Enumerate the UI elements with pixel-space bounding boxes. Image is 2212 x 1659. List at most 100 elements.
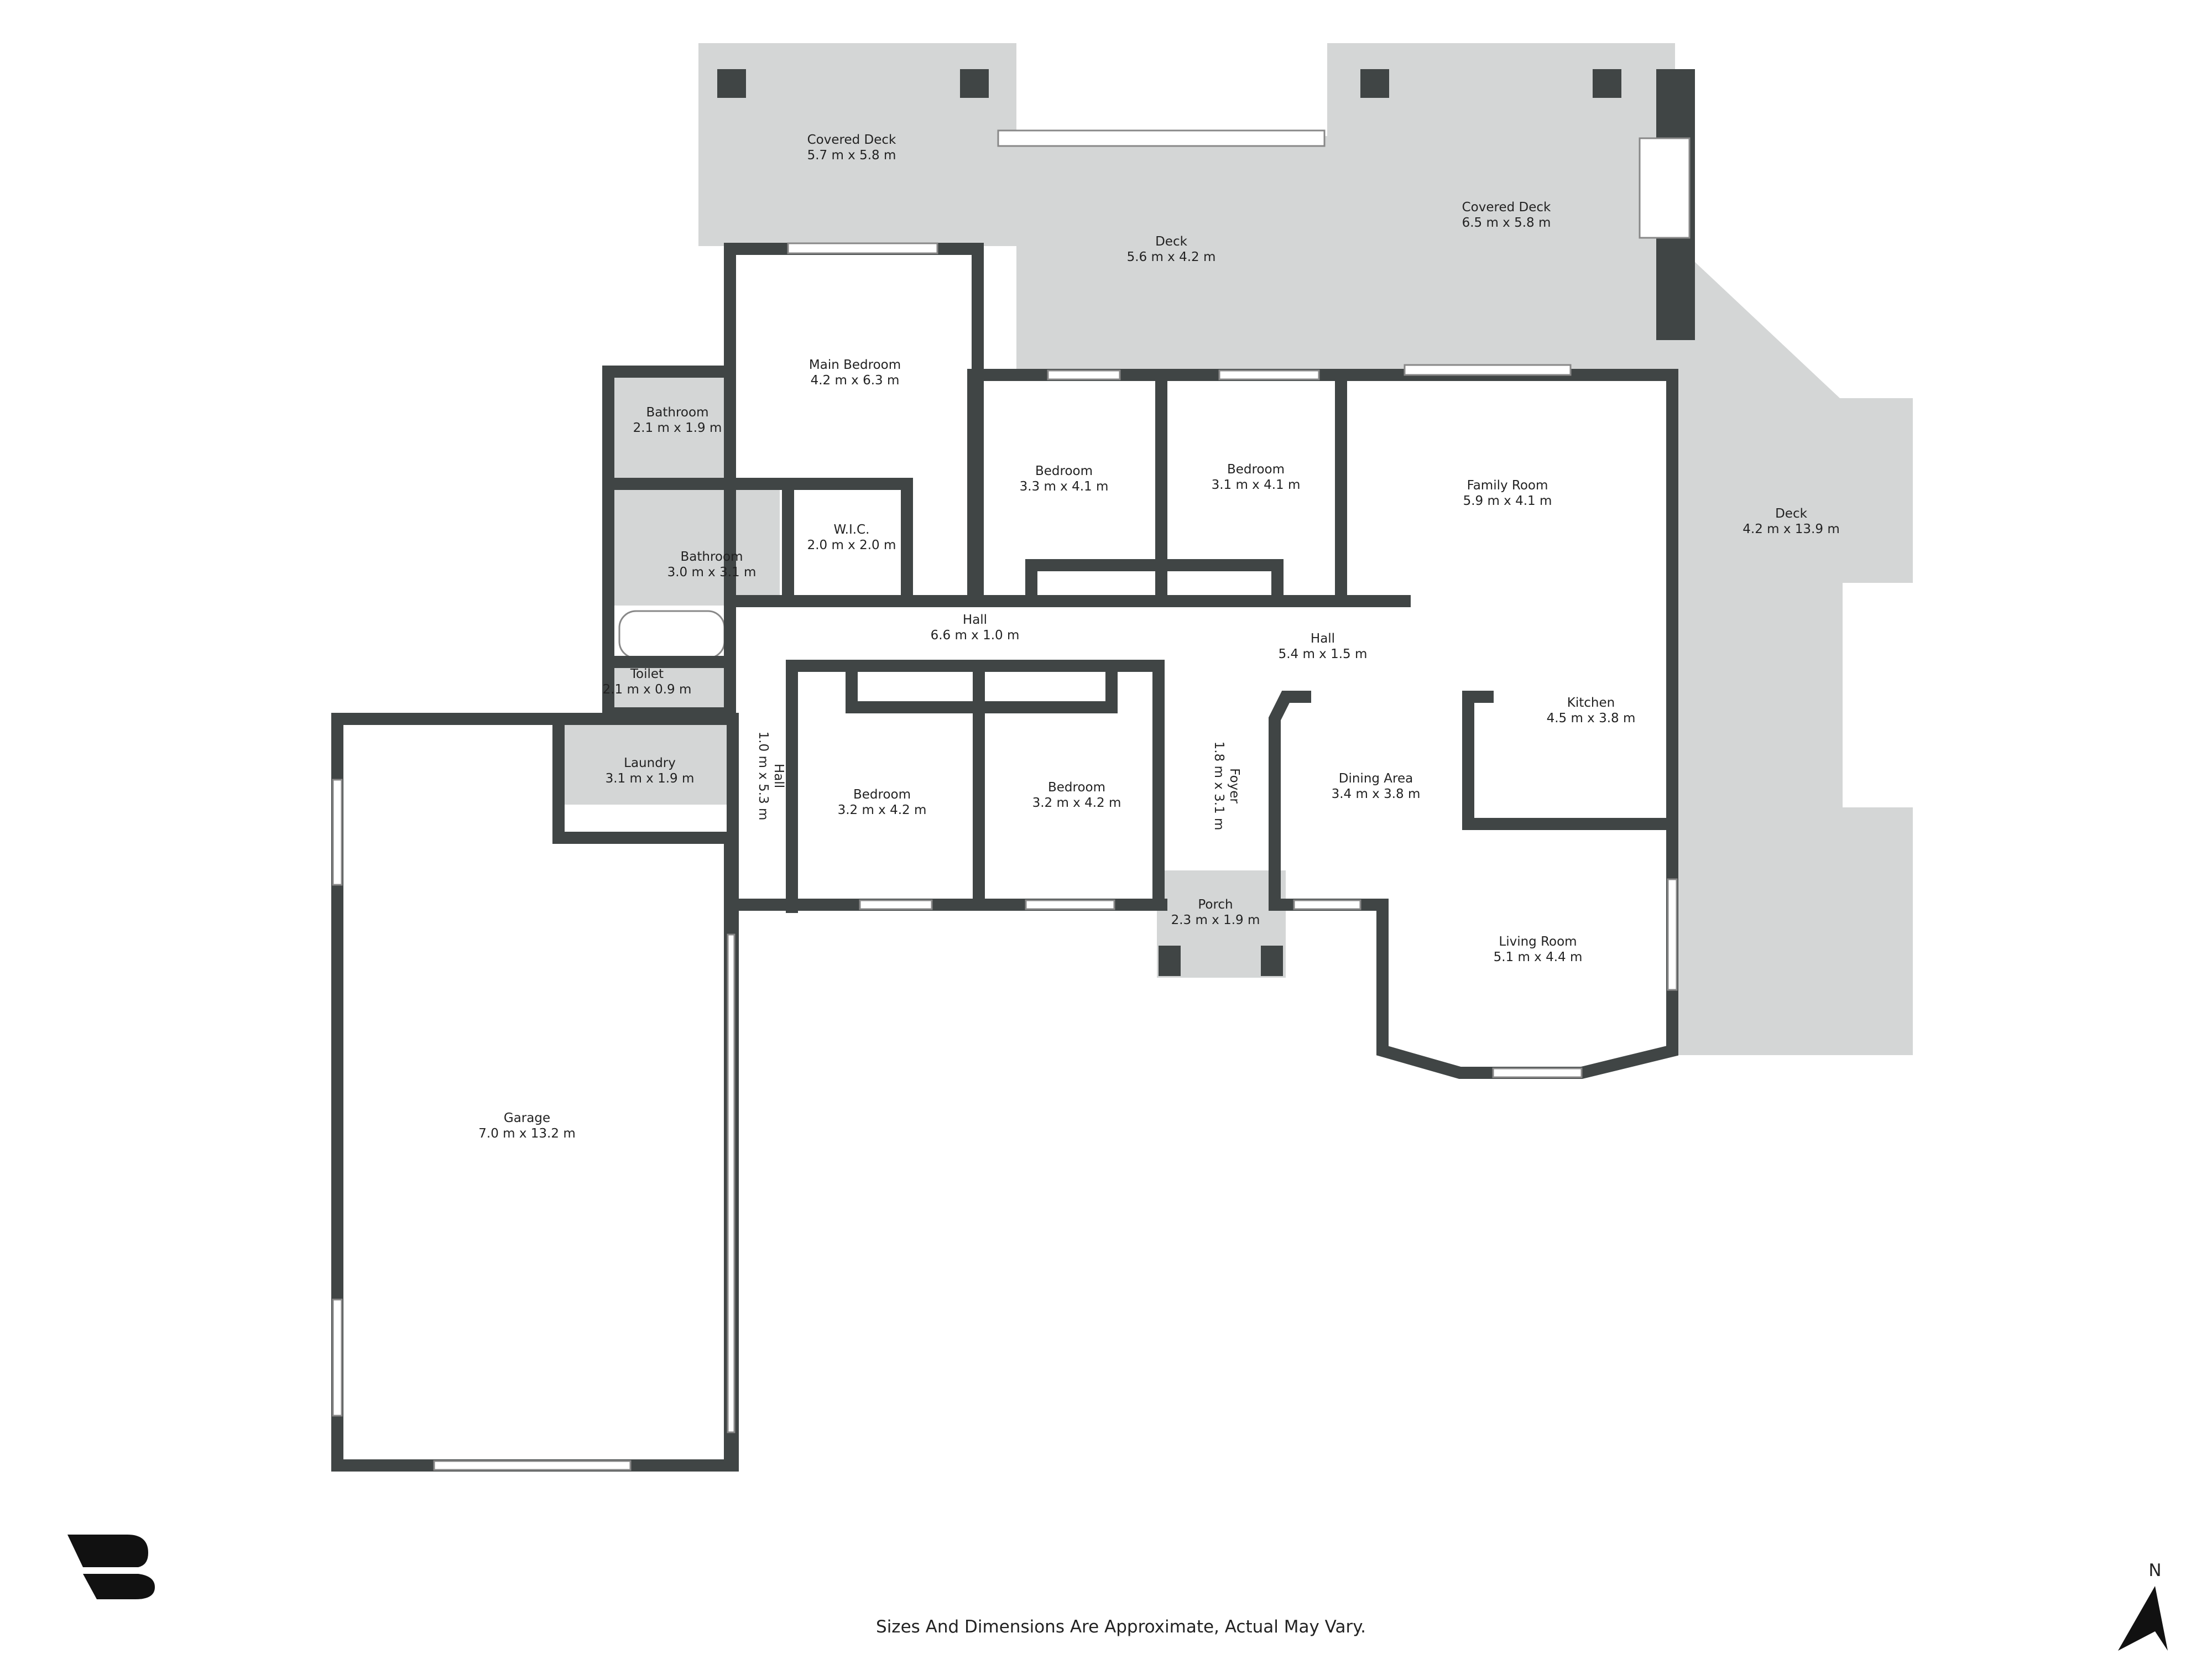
svg-text:3.2 m x 4.2 m: 3.2 m x 4.2 m	[838, 803, 927, 817]
toilet-floor	[614, 664, 730, 713]
svg-text:3.4 m x 3.8 m: 3.4 m x 3.8 m	[1332, 787, 1421, 801]
deck-east	[1675, 243, 1913, 1055]
svg-text:2.1 m x 0.9 m: 2.1 m x 0.9 m	[603, 682, 692, 697]
svg-text:5.9 m x 4.1 m: 5.9 m x 4.1 m	[1463, 494, 1552, 508]
outdoor-areas	[698, 43, 1913, 1055]
svg-text:Main Bedroom: Main Bedroom	[809, 358, 901, 372]
svg-text:Hall: Hall	[771, 764, 786, 788]
window	[1047, 369, 1121, 380]
ensuite-floor	[614, 375, 730, 480]
brand-logo	[67, 1535, 155, 1599]
walls	[331, 243, 1678, 1472]
svg-text:6.6 m x 1.0 m: 6.6 m x 1.0 m	[931, 628, 1020, 643]
door-panel	[1667, 878, 1678, 991]
svg-text:Deck: Deck	[1775, 507, 1808, 521]
bathroom-column-walls	[552, 366, 736, 844]
svg-text:Covered Deck: Covered Deck	[1462, 200, 1551, 215]
wardrobe-walls	[1025, 559, 1284, 607]
svg-text:Toilet: Toilet	[630, 667, 664, 681]
svg-text:Bedroom: Bedroom	[1227, 462, 1285, 477]
svg-text:Bedroom: Bedroom	[853, 787, 911, 802]
window	[332, 1298, 343, 1417]
deck-rail	[997, 129, 1326, 147]
svg-text:4.5 m x 3.8 m: 4.5 m x 3.8 m	[1547, 711, 1636, 726]
svg-text:3.1 m x 4.1 m: 3.1 m x 4.1 m	[1212, 478, 1301, 492]
svg-text:2.0 m x 2.0 m: 2.0 m x 2.0 m	[807, 538, 896, 552]
svg-text:5.1 m x 4.4 m: 5.1 m x 4.4 m	[1494, 950, 1583, 964]
svg-text:5.6 m x 4.2 m: 5.6 m x 4.2 m	[1127, 250, 1216, 264]
svg-text:Bathroom: Bathroom	[646, 405, 709, 420]
post	[960, 69, 989, 98]
bathroom-floor	[614, 487, 780, 606]
post	[1159, 946, 1181, 976]
svg-text:Bathroom: Bathroom	[681, 550, 743, 564]
garage-walls	[331, 713, 739, 1472]
svg-text:3.1 m x 1.9 m: 3.1 m x 1.9 m	[606, 771, 695, 786]
svg-text:4.2 m x 13.9 m: 4.2 m x 13.9 m	[1743, 522, 1839, 536]
svg-text:2.1 m x 1.9 m: 2.1 m x 1.9 m	[633, 421, 722, 435]
svg-text:Covered Deck: Covered Deck	[807, 133, 896, 147]
svg-text:5.7 m x 5.8 m: 5.7 m x 5.8 m	[807, 148, 896, 163]
svg-text:Garage: Garage	[504, 1111, 550, 1125]
post	[717, 69, 746, 98]
svg-text:5.4 m x 1.5 m: 5.4 m x 1.5 m	[1279, 647, 1368, 661]
svg-text:Living Room: Living Room	[1499, 935, 1577, 949]
window	[787, 242, 938, 254]
svg-text:W.I.C.: W.I.C.	[834, 523, 870, 537]
window	[1218, 369, 1320, 380]
svg-text:Hall: Hall	[1311, 632, 1335, 646]
window	[1293, 899, 1361, 910]
svg-text:4.2 m x 6.3 m: 4.2 m x 6.3 m	[811, 373, 900, 388]
svg-text:Family Room: Family Room	[1467, 478, 1548, 493]
svg-text:3.0 m x 3.1 m: 3.0 m x 3.1 m	[667, 565, 757, 580]
window	[1025, 899, 1115, 910]
wet-areas	[559, 375, 780, 805]
fireplace-hearth	[1639, 137, 1691, 239]
svg-text:1.8 m x 3.1 m: 1.8 m x 3.1 m	[1212, 742, 1226, 831]
bedroom-row-walls	[967, 369, 1678, 607]
north-arrow-icon: N	[2118, 1561, 2168, 1651]
svg-text:Bedroom: Bedroom	[1048, 780, 1105, 795]
windows	[332, 242, 1678, 1471]
window	[332, 779, 343, 886]
laundry-floor	[559, 722, 730, 805]
svg-text:Deck: Deck	[1155, 234, 1188, 249]
window	[1492, 1067, 1583, 1078]
svg-text:3.2 m x 4.2 m: 3.2 m x 4.2 m	[1032, 796, 1121, 810]
svg-text:6.5 m x 5.8 m: 6.5 m x 5.8 m	[1462, 216, 1551, 230]
window	[859, 899, 933, 910]
svg-text:Porch: Porch	[1198, 898, 1233, 912]
post	[1360, 69, 1389, 98]
svg-text:N: N	[2148, 1561, 2161, 1580]
disclaimer: Sizes And Dimensions Are Approximate, Ac…	[876, 1617, 1366, 1637]
svg-text:Laundry: Laundry	[624, 756, 676, 770]
deck-north	[1016, 136, 1327, 369]
svg-text:Dining Area: Dining Area	[1339, 771, 1413, 786]
svg-text:Bedroom: Bedroom	[1035, 464, 1093, 478]
room-label-wic: W.I.C.2.0 m x 2.0 m	[807, 523, 896, 552]
window	[727, 933, 735, 1433]
svg-text:3.3 m x 4.1 m: 3.3 m x 4.1 m	[1020, 479, 1109, 494]
